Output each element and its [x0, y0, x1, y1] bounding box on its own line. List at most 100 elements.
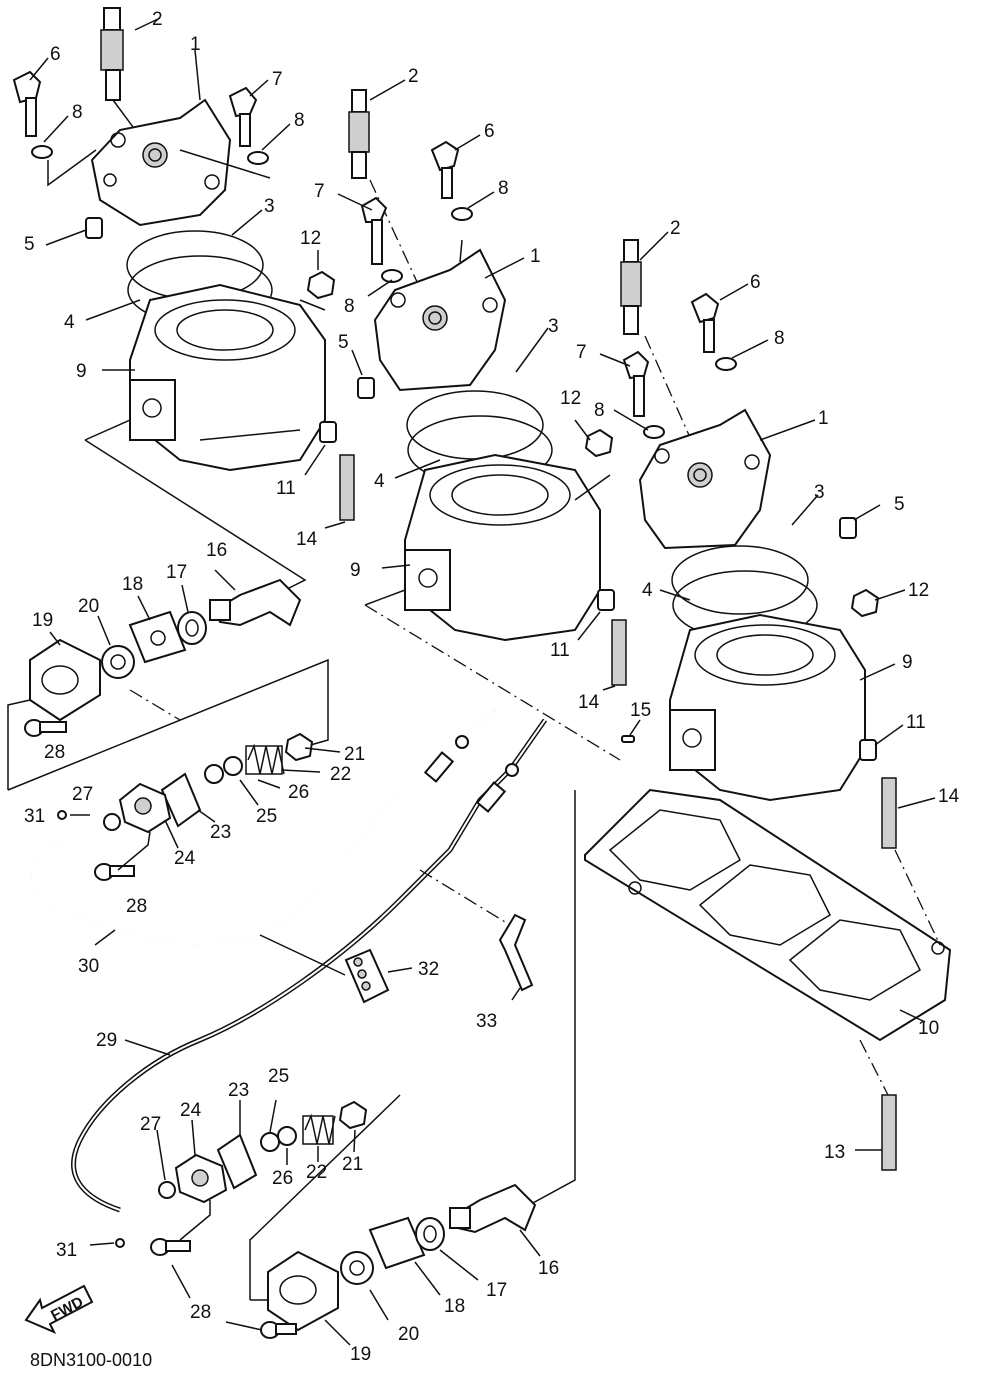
callout-label: 4	[642, 580, 653, 601]
callout-label: 17	[166, 562, 187, 583]
stud-icon	[881, 777, 897, 849]
callout-label: 7	[576, 342, 587, 363]
valve-holder-icon	[118, 782, 172, 834]
callout-label: 18	[444, 1296, 465, 1317]
forward-direction-arrow: FWD	[24, 1284, 94, 1334]
callout-label: 9	[350, 560, 361, 581]
dowel-pin-icon	[839, 517, 857, 539]
callout-label: 1	[530, 246, 541, 267]
bolt-icon	[360, 196, 388, 265]
callout-label: 2	[408, 66, 419, 87]
callout-label: 11	[906, 712, 926, 733]
callout-label: 16	[206, 540, 227, 561]
callout-label: 27	[72, 784, 93, 805]
callout-label: 27	[140, 1114, 161, 1135]
callout-label: 12	[300, 228, 321, 249]
callout-label: 5	[24, 234, 35, 255]
callout-label: 20	[78, 596, 99, 617]
callout-label: 31	[24, 806, 45, 827]
callout-label: 11	[550, 640, 570, 661]
stud-icon	[611, 619, 627, 686]
washer-icon	[223, 756, 243, 776]
callout-label: 8	[594, 400, 605, 421]
bolt-icon	[228, 86, 258, 147]
callout-label: 1	[190, 34, 201, 55]
bracket-icon	[498, 913, 534, 992]
callout-label: 25	[268, 1066, 289, 1087]
cable-clamp-icon	[344, 948, 390, 1004]
exhaust-valve-group-middle	[57, 732, 341, 881]
cylinder-assembly-right	[519, 231, 952, 1211]
callout-label: 11	[276, 478, 296, 499]
bushing-icon	[101, 645, 135, 679]
exhaust-valve-group-upper	[7, 569, 329, 791]
valve-housing-icon	[267, 1250, 339, 1332]
washer-icon	[715, 357, 737, 371]
callout-label: 31	[56, 1240, 77, 1261]
callout-label: 30	[78, 956, 99, 977]
cylinder-head-icon	[90, 98, 232, 227]
callout-label: 8	[774, 328, 785, 349]
dowel-pin-icon	[85, 217, 103, 239]
callout-label: 9	[76, 361, 87, 382]
callout-label: 22	[306, 1162, 327, 1183]
callout-label: 13	[824, 1142, 845, 1163]
callout-label: 28	[190, 1302, 211, 1323]
callout-label: 20	[398, 1324, 419, 1345]
dowel-pin-icon	[319, 421, 337, 443]
callout-label: 7	[272, 69, 283, 90]
callout-label: 25	[256, 806, 277, 827]
washer-icon	[643, 425, 665, 439]
o-ring-icon	[406, 390, 544, 460]
callout-label: 32	[418, 959, 439, 980]
seal-icon	[177, 611, 207, 645]
screw-icon	[94, 863, 135, 881]
bushing-icon	[340, 1251, 374, 1285]
callout-label: 3	[264, 196, 275, 217]
callout-label: 3	[548, 316, 559, 337]
head-gasket-icon	[584, 788, 952, 1042]
o-ring-icon	[126, 230, 264, 300]
callout-label: 26	[272, 1168, 293, 1189]
bolt-icon	[690, 292, 720, 353]
nut-icon	[338, 1100, 368, 1130]
screw-icon	[150, 1238, 191, 1256]
cylinder-assembly-middle	[337, 79, 627, 761]
spring-icon	[302, 1113, 336, 1145]
callout-label: 14	[578, 692, 600, 713]
washer-icon	[381, 269, 403, 283]
clip-icon	[57, 810, 67, 820]
callout-label: 17	[486, 1280, 507, 1301]
cylinder-head-icon	[373, 248, 507, 392]
callout-label: 6	[750, 272, 761, 293]
dowel-pin-icon	[357, 377, 375, 399]
stud-icon	[339, 454, 355, 521]
actuator-icon	[449, 1183, 537, 1234]
o-ring-icon	[671, 545, 809, 615]
callout-label: 21	[342, 1154, 363, 1175]
washer-icon	[158, 1181, 176, 1199]
gasket-plate-icon	[160, 772, 202, 828]
nut-icon	[284, 732, 314, 762]
washer-icon	[103, 813, 121, 831]
washer-icon	[247, 151, 269, 165]
callout-labels: 2 1 6 7 8 8 3 5 12 4 9 11 14 16 2 6 8 7 …	[24, 9, 960, 1365]
nut-icon	[584, 428, 614, 458]
washer-icon	[451, 207, 473, 221]
callout-label: 28	[44, 742, 65, 763]
control-cable-group	[29, 709, 548, 1213]
callout-label: 28	[126, 896, 147, 917]
callout-label: 26	[288, 782, 309, 803]
callout-label: 12	[908, 580, 929, 601]
callout-label: 15	[630, 700, 651, 721]
callout-label: 8	[498, 178, 509, 199]
spring-icon	[245, 743, 285, 775]
callout-label: 19	[350, 1344, 371, 1365]
stud-icon	[881, 1094, 897, 1171]
callout-label: 12	[560, 388, 581, 409]
nut-icon	[306, 270, 336, 300]
valve-housing-icon	[29, 638, 101, 722]
spark-plug-icon	[348, 89, 431, 311]
valve-holder-icon	[174, 1153, 228, 1204]
